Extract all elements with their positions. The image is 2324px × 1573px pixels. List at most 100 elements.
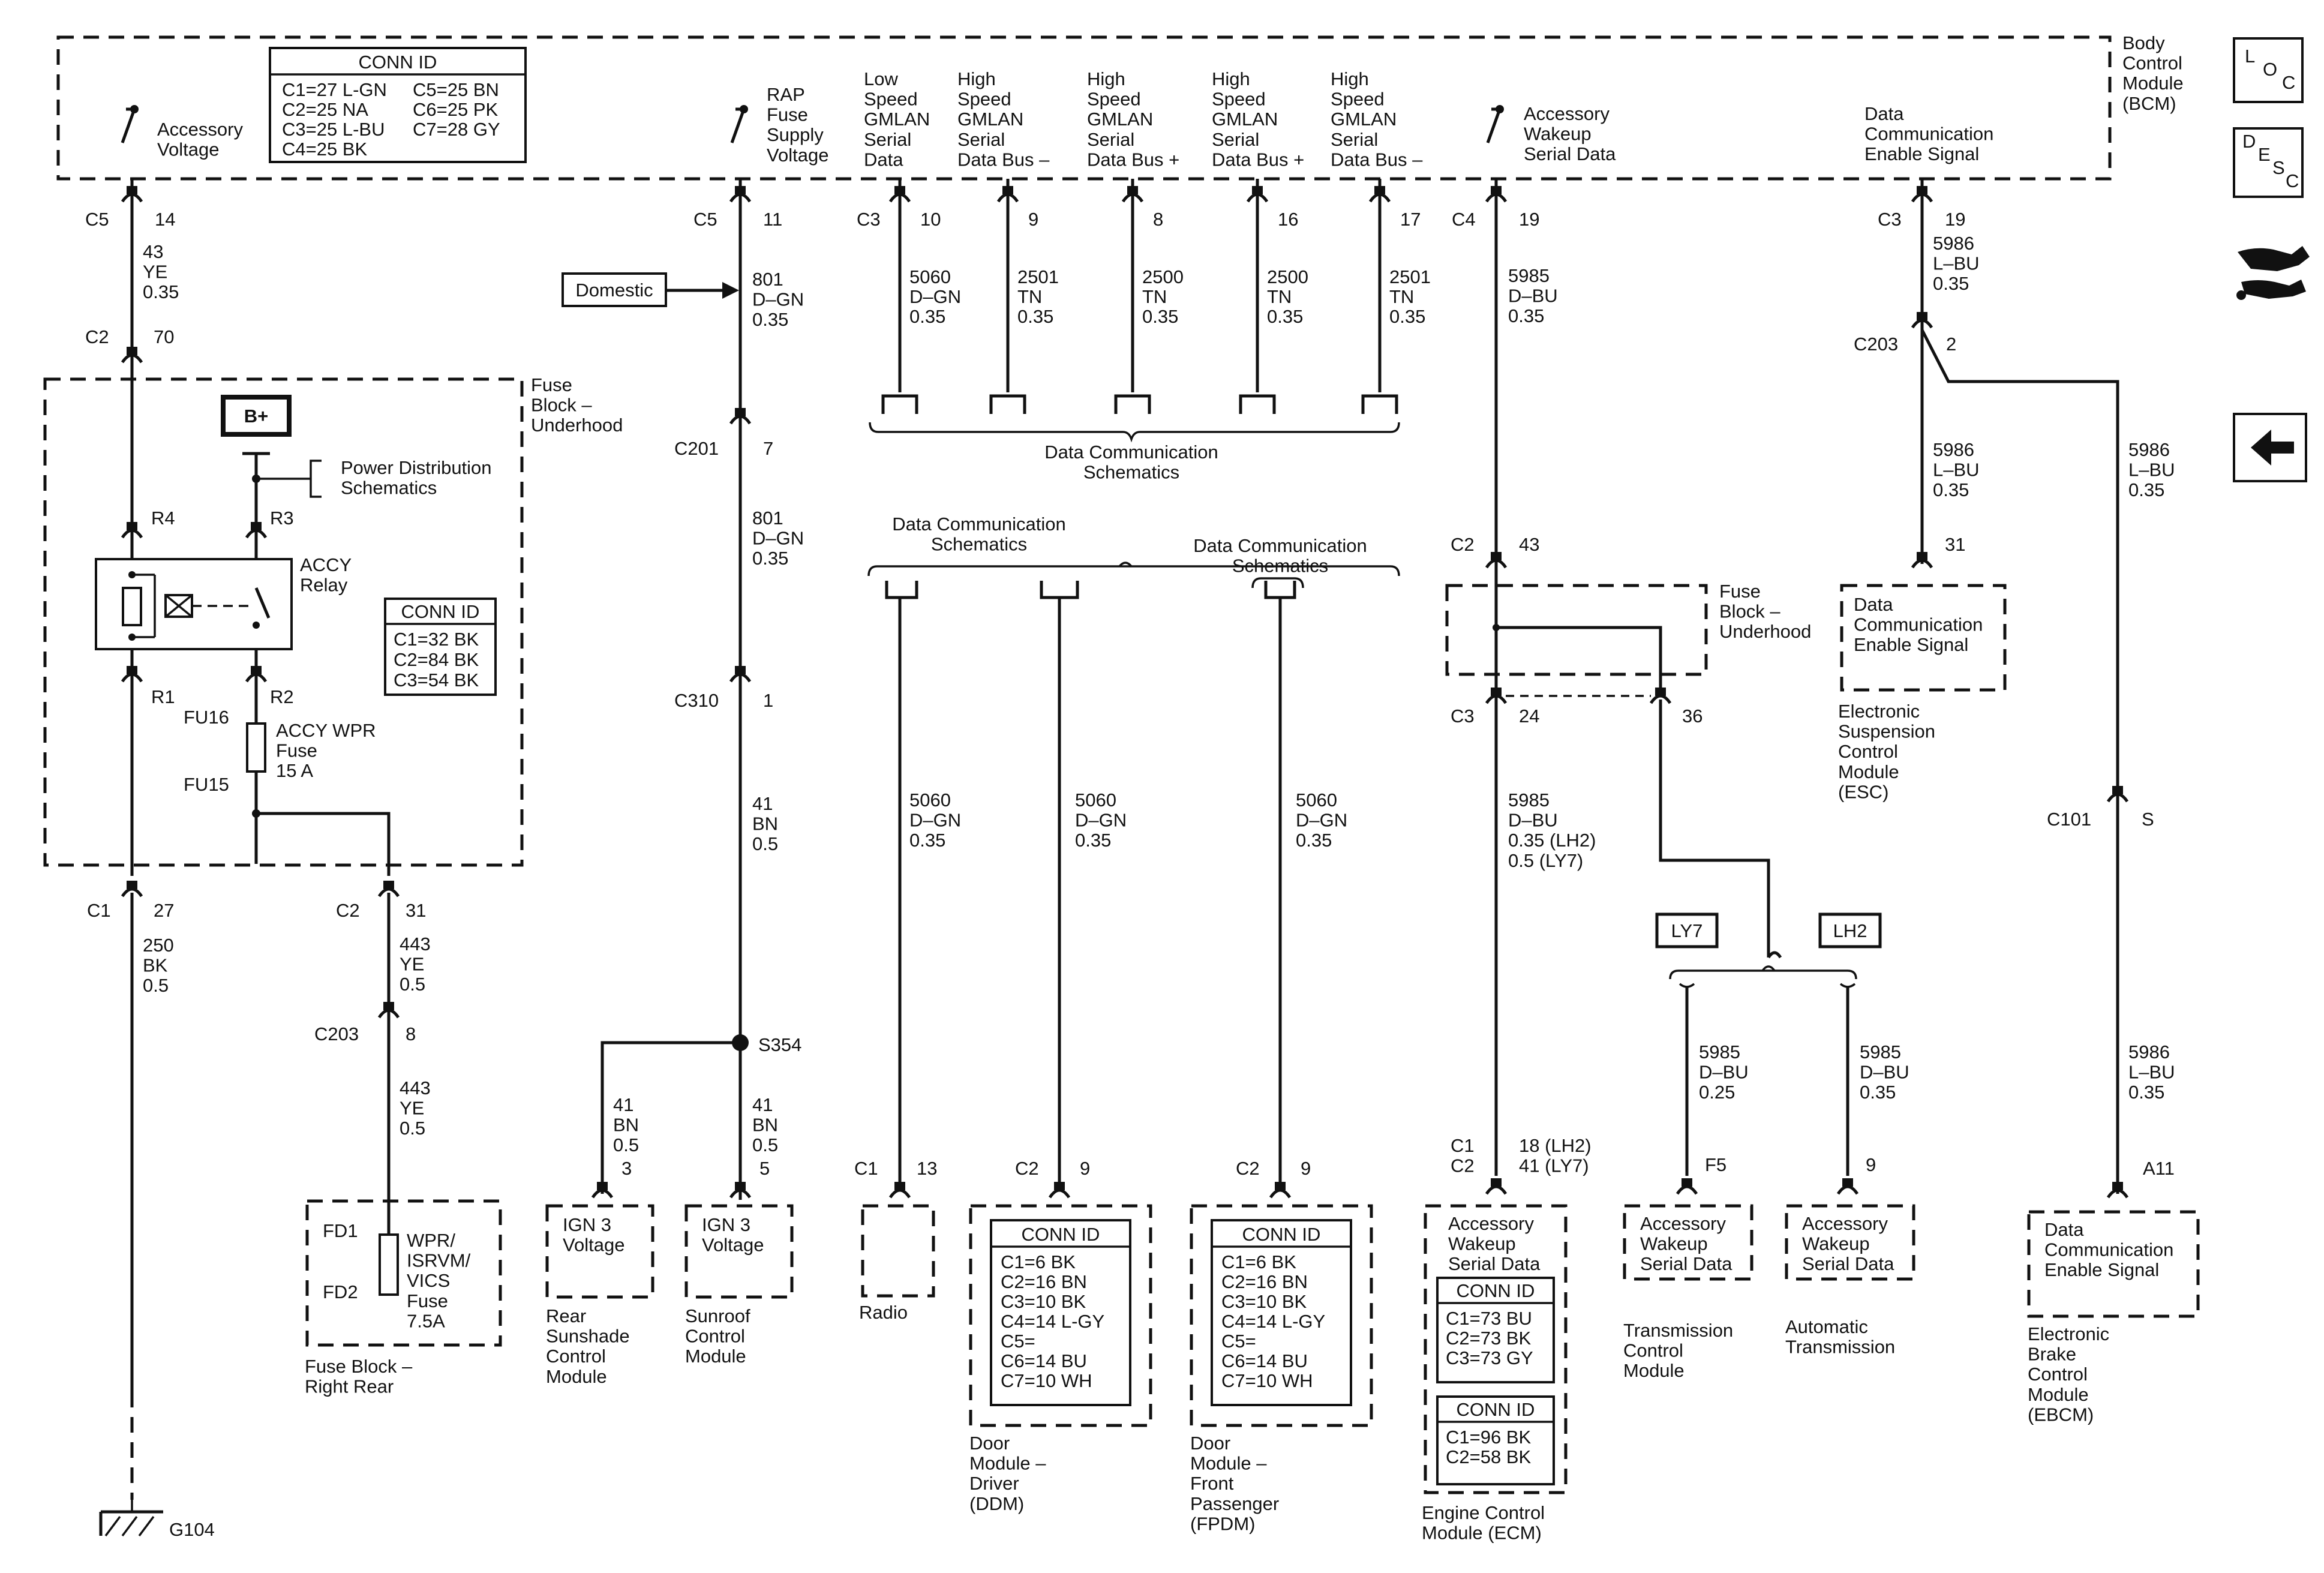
svg-text:C2: C2	[1451, 534, 1475, 555]
svg-text:D: D	[2242, 131, 2256, 152]
desc-icon[interactable]: D E S C	[2233, 127, 2304, 198]
lh2-tag	[1818, 912, 1882, 948]
svg-text:C310: C310	[674, 690, 719, 711]
connector-label: 10	[920, 209, 941, 230]
connector-pin	[996, 186, 1019, 203]
connector-pin	[245, 522, 268, 539]
auto-trans-box	[1785, 1204, 1915, 1281]
fuse-block-underhood-2-box	[1445, 584, 1708, 676]
connector-pin	[1368, 186, 1391, 203]
svg-text:19: 19	[1945, 209, 1965, 230]
tcm-box	[1623, 1204, 1753, 1281]
svg-text:24: 24	[1519, 706, 1539, 727]
connector-pin	[729, 408, 752, 425]
connector-pin	[1485, 1178, 1508, 1195]
gmlan-terminal	[881, 394, 918, 414]
svg-text:1: 1	[763, 690, 773, 711]
svg-text:43: 43	[1519, 534, 1539, 555]
svg-text:F5: F5	[1705, 1154, 1727, 1175]
ddm-box	[969, 1204, 1152, 1427]
hand-connector-icon[interactable]	[2236, 246, 2310, 300]
svg-text:C4: C4	[1452, 209, 1476, 230]
svg-text:8: 8	[406, 1023, 416, 1044]
svg-text:C3: C3	[1878, 209, 1902, 230]
gmlan-terminal	[1239, 394, 1276, 414]
connector-pin	[1485, 186, 1508, 203]
svg-text:C201: C201	[674, 438, 719, 459]
svg-text:C5: C5	[693, 209, 717, 230]
svg-text:CONN ID: CONN ID	[1242, 1224, 1321, 1245]
svg-text:C2: C2	[1236, 1158, 1260, 1179]
connector-pin	[729, 186, 752, 203]
svg-text:FD2: FD2	[323, 1281, 358, 1302]
connector-pin	[1649, 688, 1672, 704]
svg-text:A11: A11	[2143, 1158, 2175, 1179]
connector-label: 17	[1400, 209, 1421, 230]
connector-pin	[888, 186, 911, 203]
connector-pin	[2106, 786, 2129, 803]
fuse-block-right-rear-box	[305, 1199, 502, 1347]
svg-text:C2: C2	[336, 900, 360, 921]
svg-text:14: 14	[155, 209, 175, 230]
svg-text:L: L	[2245, 46, 2255, 67]
fuse-block-underhood-box	[43, 377, 524, 867]
svg-text:O: O	[2263, 59, 2277, 80]
svg-text:13: 13	[917, 1158, 937, 1179]
connector-pin	[591, 1182, 614, 1199]
svg-text:Domestic: Domestic	[575, 280, 653, 301]
rap-supply-switch	[730, 105, 748, 143]
bplus-box	[221, 395, 292, 437]
connector-pin	[377, 881, 400, 897]
connector-pin	[1911, 312, 1933, 329]
svg-text:LY7: LY7	[1671, 920, 1703, 941]
svg-text:C203: C203	[1854, 334, 1898, 355]
back-arrow-icon[interactable]	[2233, 413, 2307, 482]
wpr-fuse	[379, 1233, 399, 1296]
svg-text:9: 9	[1866, 1154, 1876, 1175]
connector-pin	[1121, 186, 1144, 203]
svg-text:R4: R4	[151, 508, 175, 529]
gmlan-terminal	[1114, 394, 1151, 414]
sunroof-box	[684, 1204, 794, 1299]
svg-text:C1: C1	[854, 1158, 878, 1179]
svg-text:18 (LH2)41 (LY7): 18 (LH2)41 (LY7)	[1519, 1135, 1592, 1176]
svg-text:C1: C1	[87, 900, 111, 921]
loc-icon[interactable]: L O C	[2233, 37, 2304, 103]
connector-pin	[1485, 552, 1508, 569]
svg-text:70: 70	[154, 326, 174, 347]
svg-text:S: S	[2142, 809, 2154, 830]
connector-pin	[377, 1002, 400, 1019]
svg-text:FU16: FU16	[184, 707, 229, 728]
